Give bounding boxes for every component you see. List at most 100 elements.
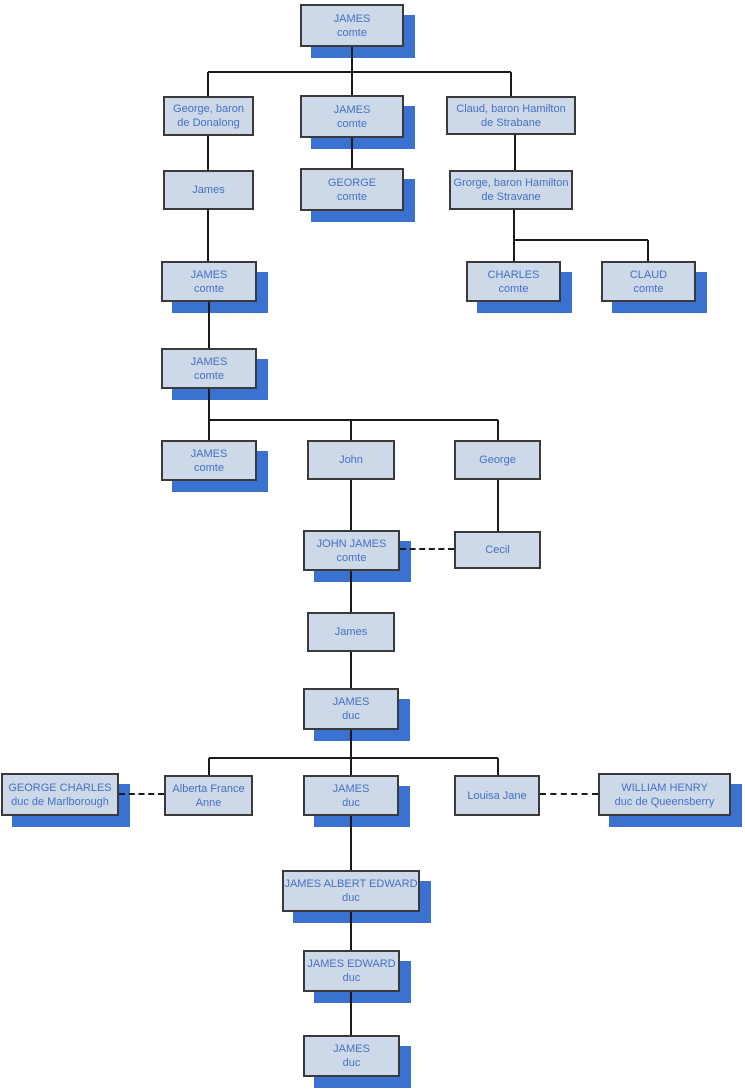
- node-label-line: de Stravane: [481, 191, 541, 203]
- descent-line: [351, 138, 353, 168]
- marriage-dashed-line: [540, 793, 598, 795]
- descent-line: [208, 758, 210, 775]
- node-label-line: GEORGE: [327, 176, 377, 189]
- node-label-line: JAMES: [333, 12, 371, 25]
- tree-node-james-3[interactable]: James: [307, 612, 395, 652]
- node-label-line: Louisa Jane: [467, 789, 527, 802]
- marriage-dashed-line: [400, 548, 454, 550]
- node-label-line: Alberta France: [172, 782, 245, 795]
- tree-node-james-duc-1[interactable]: JAMES duc: [303, 688, 399, 730]
- node-label-line: comte: [633, 282, 664, 295]
- descent-line: [350, 758, 352, 775]
- node-label-line: duc: [342, 710, 360, 722]
- descent-line: [208, 420, 210, 440]
- node-label-line: Cecil: [485, 544, 510, 556]
- tree-node-george-baron-donalong[interactable]: George, baron de Donalong: [163, 96, 254, 136]
- descent-line: [350, 816, 352, 870]
- node-label-line: comte: [194, 461, 224, 474]
- node-label-line: George, baron: [173, 103, 244, 115]
- descent-line: [207, 72, 209, 96]
- descent-line: [513, 210, 515, 261]
- node-label-line: James: [334, 626, 368, 638]
- tree-node-john[interactable]: John: [307, 440, 395, 480]
- descent-line: [207, 210, 209, 261]
- node-label-line: duc de Marlborough: [11, 795, 109, 808]
- node-label-line: JAMES: [190, 355, 228, 368]
- descent-line: [497, 420, 499, 440]
- tree-node-cecil[interactable]: Cecil: [454, 531, 541, 569]
- node-label-line: comte: [336, 551, 367, 564]
- node-label-line: JAMES: [332, 696, 370, 708]
- tree-node-louisa-jane[interactable]: Louisa Jane: [454, 775, 540, 816]
- node-label-line: comte: [194, 282, 224, 295]
- node-label-line: JAMES: [332, 782, 370, 795]
- node-label-line: duc de Queensberry: [614, 795, 715, 808]
- node-label-line: Grorge, baron Hamilton: [453, 177, 569, 189]
- node-label-line: JAMES EDWARD: [307, 958, 396, 970]
- tree-node-james-2[interactable]: James: [163, 170, 254, 210]
- marriage-dashed-line: [119, 793, 164, 795]
- node-label-line: Anne: [195, 796, 222, 809]
- descent-line: [207, 136, 209, 170]
- tree-node-james-edward-duc[interactable]: JAMES EDWARD duc: [303, 950, 400, 992]
- node-label-line: de Donalong: [177, 117, 240, 129]
- node-label-line: comte: [498, 282, 529, 295]
- node-label-line: JAMES: [333, 103, 371, 116]
- tree-node-james-duc-3[interactable]: JAMES duc: [303, 1035, 400, 1077]
- node-label-line: Claud, baron Hamilton: [456, 102, 566, 115]
- node-label-line: de Strabane: [481, 116, 541, 129]
- node-label-line: JAMES: [190, 268, 228, 281]
- descent-line: [350, 912, 352, 950]
- node-label-line: comte: [337, 117, 367, 130]
- descent-line: [351, 72, 353, 95]
- node-label-line: GEORGE CHARLES: [8, 781, 112, 794]
- node-label-line: JOHN JAMES: [316, 537, 387, 550]
- node-label-line: JAMES: [190, 447, 228, 460]
- node-label-line: duc: [342, 892, 360, 904]
- descent-line: [350, 571, 352, 612]
- descent-line: [208, 71, 511, 73]
- descent-line: [514, 239, 648, 241]
- descent-line: [350, 652, 352, 688]
- descent-line: [351, 47, 353, 73]
- descent-line: [350, 730, 352, 759]
- descent-line: [350, 992, 352, 1035]
- node-label-line: John: [339, 454, 363, 466]
- node-label-line: CLAUD: [629, 268, 668, 281]
- node-label-line: WILLIAM HENRY: [621, 781, 708, 794]
- node-label-line: JAMES ALBERT EDWARD: [284, 878, 418, 890]
- tree-node-george-2[interactable]: George: [454, 440, 541, 480]
- node-label-line: CHARLES: [487, 268, 540, 281]
- descent-line: [209, 419, 498, 421]
- node-label-line: JAMES: [333, 1043, 370, 1055]
- tree-node-james-albert-edward-duc[interactable]: JAMES ALBERT EDWARD duc: [282, 870, 420, 912]
- descent-line: [208, 302, 210, 348]
- tree-node-grorge-baron-stravane[interactable]: Grorge, baron Hamilton de Stravane: [449, 170, 573, 210]
- node-label-line: comte: [194, 369, 224, 382]
- descent-line: [510, 72, 512, 96]
- node-label-line: comte: [337, 26, 367, 39]
- node-label-line: George: [479, 454, 516, 466]
- descent-line: [647, 240, 649, 261]
- node-label-line: James: [192, 184, 225, 196]
- node-label-line: duc: [342, 1057, 361, 1069]
- node-label-line: comte: [337, 190, 367, 203]
- descent-line: [497, 758, 499, 775]
- node-label-line: duc: [342, 972, 361, 984]
- descent-line: [497, 480, 499, 531]
